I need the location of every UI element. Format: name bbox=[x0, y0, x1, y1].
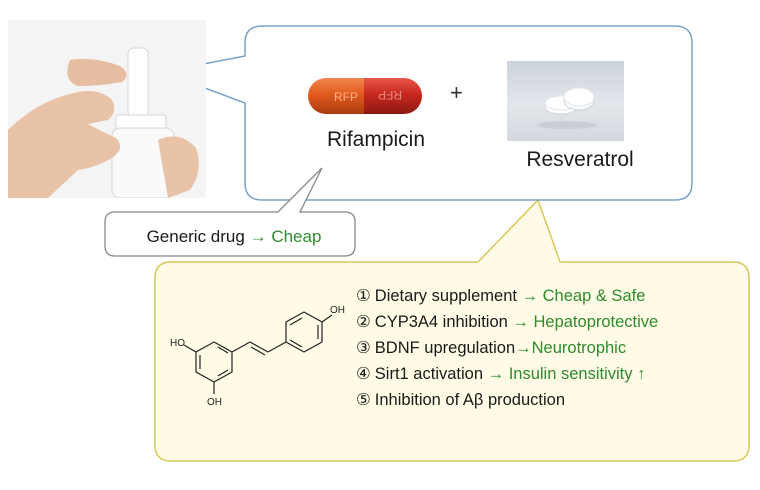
benefit-text: Inhibition of Aβ production bbox=[374, 391, 565, 409]
oh-top-label: OH bbox=[330, 305, 345, 316]
benefit-number: ② bbox=[356, 313, 371, 331]
benefit-number: ⑤ bbox=[356, 391, 371, 409]
generic-result: Cheap bbox=[271, 227, 322, 246]
capsule-right-print: RFP bbox=[378, 88, 402, 102]
capsule-left-print: RFP bbox=[334, 90, 358, 104]
benefit-text: Dietary supplement bbox=[374, 287, 517, 305]
benefit-arrow: → bbox=[487, 365, 505, 383]
generic-drug-note: Generic drug → Cheap bbox=[108, 222, 360, 252]
resveratrol-structure-diagram: HO OH OH bbox=[170, 305, 345, 408]
benefit-text: Sirt1 activation bbox=[374, 365, 484, 383]
benefit-effect: Insulin sensitivity ↑ bbox=[508, 365, 646, 383]
benefit-effect: Neurotrophic bbox=[531, 339, 627, 357]
resveratrol-label: Resveratrol bbox=[526, 148, 634, 171]
rifampicin-label: Rifampicin bbox=[326, 128, 426, 151]
benefits-callout bbox=[154, 198, 750, 462]
benefit-number: ③ bbox=[356, 339, 371, 357]
generic-drug-prefix: Generic drug bbox=[146, 227, 245, 246]
resveratrol-tablet-photo bbox=[507, 61, 624, 141]
ho-left-label: HO bbox=[170, 338, 185, 349]
molecule-bonds bbox=[183, 311, 333, 394]
plus-sign: + bbox=[450, 80, 463, 105]
benefit-text: CYP3A4 inhibition bbox=[374, 313, 508, 331]
generic-drug-callout bbox=[104, 167, 356, 257]
benefit-number: ① bbox=[356, 287, 371, 305]
generic-arrow: → bbox=[249, 227, 267, 246]
benefit-effect: Hepatoprotective bbox=[533, 313, 659, 331]
benefit-effect: Cheap & Safe bbox=[542, 287, 646, 305]
benefit-arrow: → bbox=[521, 287, 539, 305]
benefit-arrow: → bbox=[515, 339, 532, 357]
oh-bottom-label: OH bbox=[207, 397, 222, 408]
nasal-spray-photo bbox=[8, 20, 206, 198]
rifampicin-capsule: RFP RFP bbox=[308, 78, 422, 114]
benefit-arrow: → bbox=[512, 313, 529, 331]
benefit-number: ④ bbox=[356, 365, 371, 383]
benefit-text: BDNF upregulation bbox=[374, 339, 516, 357]
